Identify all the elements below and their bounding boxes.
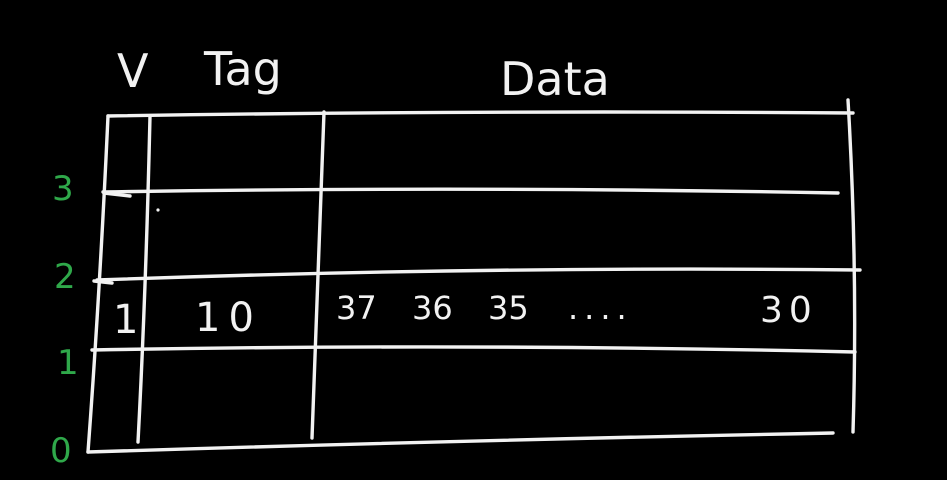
row-divider-1 [90, 345, 857, 354]
row-index-0: 0 [50, 431, 72, 471]
data-byte: 37 [336, 289, 377, 327]
table-right-border [846, 98, 857, 434]
cell-valid-bit: 1 [113, 297, 139, 343]
index-tick-3 [102, 191, 132, 198]
row-divider-2 [95, 267, 862, 282]
table-top-border [106, 110, 855, 118]
data-byte: 30 [760, 290, 818, 331]
data-byte: 36 [412, 289, 453, 327]
cell-tag: 10 [195, 295, 262, 341]
index-tick-2 [92, 279, 114, 285]
table-left-border [86, 114, 110, 454]
header-tag: Tag [204, 42, 282, 96]
row-index-1: 1 [57, 343, 79, 383]
data-byte: 35 [488, 289, 529, 327]
table-bottom-border [86, 431, 835, 454]
row-divider-3 [101, 187, 840, 195]
row-index-3: 3 [52, 169, 74, 209]
header-valid: V [117, 44, 149, 98]
data-ellipsis: .... [568, 289, 633, 327]
column-divider-tag [310, 110, 326, 440]
row-index-2: 2 [54, 257, 76, 297]
header-data: Data [500, 52, 610, 106]
column-divider-valid [136, 114, 152, 444]
stray-dot [156, 208, 160, 212]
